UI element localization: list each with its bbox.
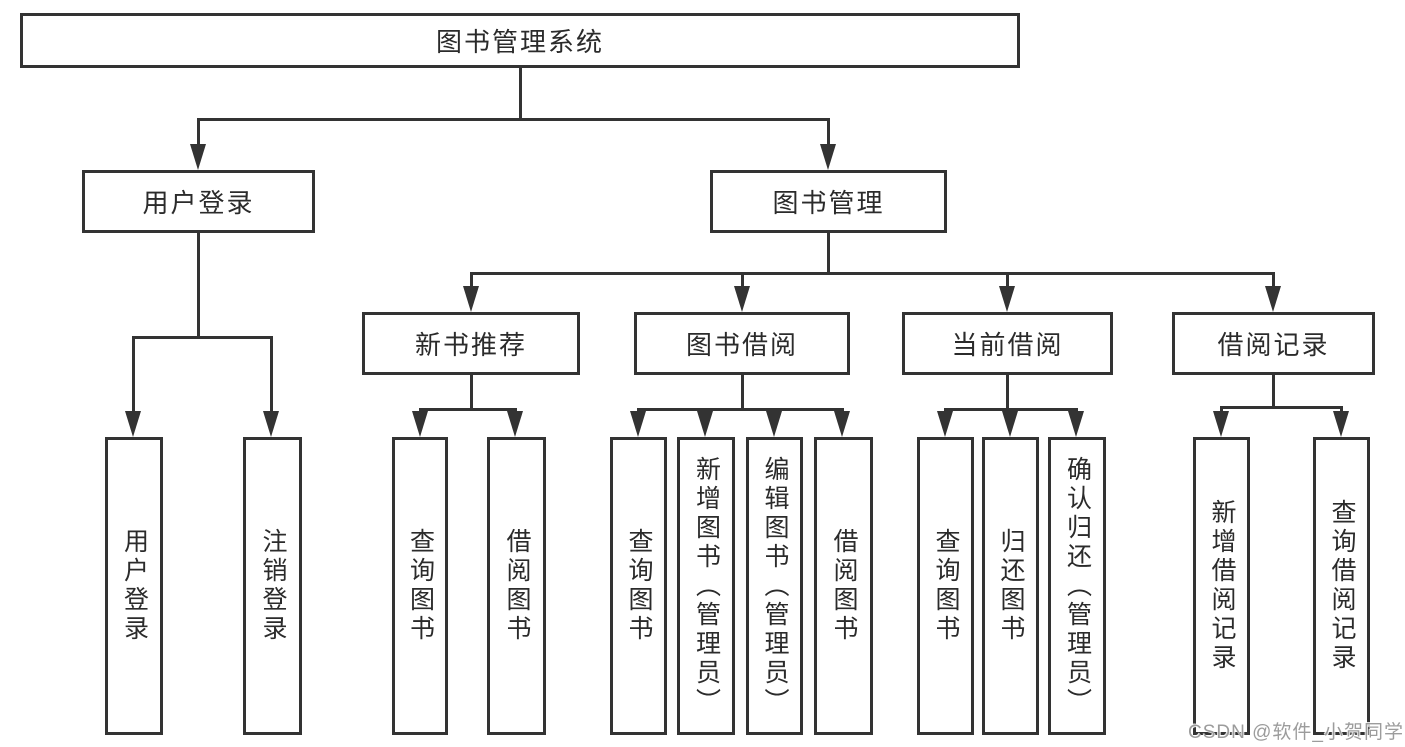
- connector-line: [197, 118, 830, 121]
- arrowhead-down-icon: [734, 286, 750, 312]
- node-user-login: 用户登录: [82, 170, 315, 233]
- arrowhead-down-icon: [1068, 411, 1084, 437]
- node-leaf-add-borrow-record: 新增借阅记录: [1193, 437, 1250, 735]
- leaf-label: 查询图书: [406, 528, 435, 644]
- connector-line: [827, 233, 830, 274]
- arrowhead-down-icon: [820, 144, 836, 170]
- connector-line: [741, 375, 744, 410]
- connector-line: [1220, 406, 1223, 414]
- node-leaf-edit-book-admin: 编辑图书（管理员）: [746, 437, 803, 735]
- node-leaf-confirm-return-admin: 确认归还（管理员）: [1048, 437, 1106, 735]
- arrowhead-down-icon: [463, 286, 479, 312]
- connector-line: [470, 375, 473, 410]
- node-book-management: 图书管理: [710, 170, 947, 233]
- leaf-label: 确认归还（管理员）: [1063, 455, 1092, 717]
- arrowhead-down-icon: [125, 411, 141, 437]
- connector-line: [470, 272, 1275, 275]
- arrowhead-down-icon: [999, 286, 1015, 312]
- node-leaf-query-borrow-record: 查询借阅记录: [1313, 437, 1370, 735]
- arrowhead-down-icon: [1265, 286, 1281, 312]
- connector-line: [1006, 272, 1009, 288]
- node-leaf-return-book: 归还图书: [982, 437, 1039, 735]
- connector-line: [637, 408, 844, 411]
- node-leaf-borrow-book-2: 借阅图书: [814, 437, 873, 735]
- leaf-label: 归还图书: [997, 528, 1025, 644]
- node-leaf-logout: 注销登录: [243, 437, 302, 735]
- connector-line: [197, 118, 200, 146]
- leaf-label: 编辑图书（管理员）: [761, 455, 789, 717]
- connector-line: [1272, 375, 1275, 408]
- leaf-label: 查询图书: [932, 528, 960, 644]
- connector-line: [519, 68, 522, 118]
- connector-line: [741, 272, 744, 288]
- connector-line: [1220, 406, 1343, 409]
- csdn-watermark: CSDN @软件_小贺同学: [1188, 722, 1404, 743]
- leaf-label: 新增借阅记录: [1208, 499, 1236, 673]
- connector-line: [132, 336, 135, 413]
- connector-line: [1272, 272, 1275, 288]
- leaf-label: 注销登录: [259, 528, 287, 644]
- leaf-label: 查询借阅记录: [1328, 499, 1356, 673]
- node-current-borrow: 当前借阅: [902, 312, 1113, 375]
- arrowhead-down-icon: [507, 411, 523, 437]
- leaf-label: 借阅图书: [503, 528, 531, 644]
- node-leaf-borrow-book-1: 借阅图书: [487, 437, 546, 735]
- node-leaf-query-book-2: 查询图书: [610, 437, 667, 735]
- arrowhead-down-icon: [1213, 411, 1229, 437]
- node-leaf-query-book-3: 查询图书: [917, 437, 974, 735]
- connector-line: [827, 118, 830, 146]
- arrowhead-down-icon: [630, 411, 646, 437]
- node-new-book-recommend: 新书推荐: [362, 312, 580, 375]
- node-leaf-query-book-1: 查询图书: [392, 437, 448, 735]
- arrowhead-down-icon: [697, 411, 713, 437]
- arrowhead-down-icon: [766, 411, 782, 437]
- leaf-label: 查询图书: [625, 528, 653, 644]
- node-leaf-add-book-admin: 新增图书（管理员）: [677, 437, 735, 735]
- leaf-label: 新增图书（管理员）: [692, 455, 721, 717]
- arrowhead-down-icon: [190, 144, 206, 170]
- arrowhead-down-icon: [412, 411, 428, 437]
- connector-line: [1006, 375, 1009, 410]
- connector-line: [197, 233, 200, 338]
- node-book-borrow: 图书借阅: [634, 312, 850, 375]
- connector-line: [470, 272, 473, 288]
- node-borrow-record: 借阅记录: [1172, 312, 1375, 375]
- arrowhead-down-icon: [263, 411, 279, 437]
- connector-line: [132, 336, 273, 339]
- leaf-label: 用户登录: [120, 528, 149, 644]
- connector-line: [1340, 406, 1343, 414]
- arrowhead-down-icon: [937, 411, 953, 437]
- arrowhead-down-icon: [834, 411, 850, 437]
- connector-line: [270, 336, 273, 413]
- arrowhead-down-icon: [1002, 411, 1018, 437]
- leaf-label: 借阅图书: [830, 528, 858, 644]
- node-library-system: 图书管理系统: [20, 13, 1020, 68]
- connector-line: [944, 408, 1078, 411]
- arrowhead-down-icon: [1333, 411, 1349, 437]
- node-leaf-user-login: 用户登录: [105, 437, 163, 735]
- connector-line: [419, 408, 517, 411]
